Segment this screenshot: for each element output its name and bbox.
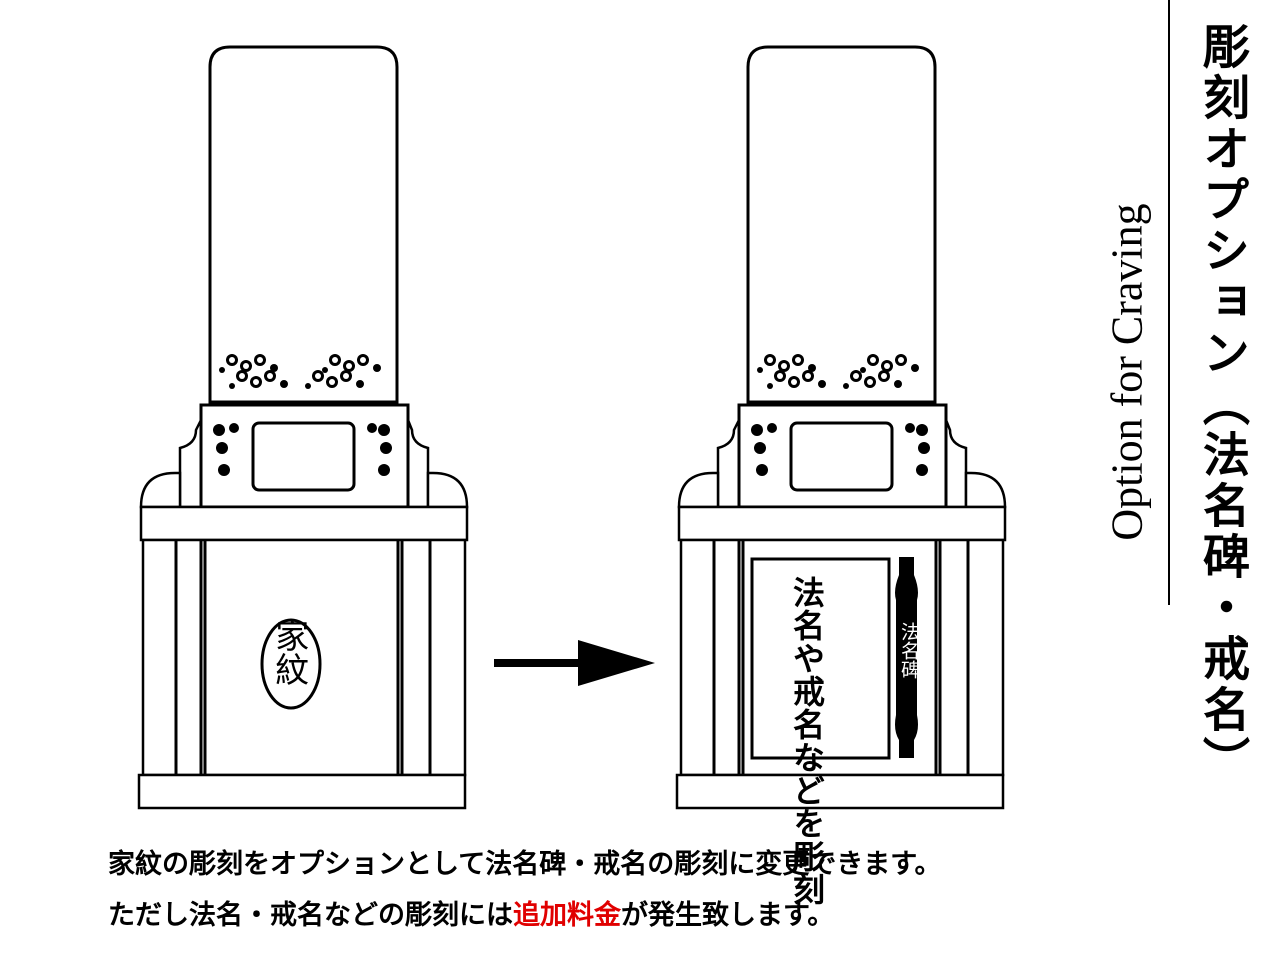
engraving-panel [750,557,891,760]
caption-line-1: 家紋の彫刻をオプションとして法名碑・戒名の彫刻に変更できます。 [108,849,942,880]
kamon-crest [260,618,322,710]
title-english: Option for Craving [1102,203,1152,541]
title-japanese: 彫刻オプション（法名碑・戒名） [1194,22,1249,787]
caption-line-2: ただし法名・戒名などの彫刻には追加料金が発生致します。 [108,893,834,932]
engraving-panel-text: 法名や戒名などを彫刻 [788,576,826,906]
pillar-label: 法名碑 [897,622,920,679]
arrow-icon [494,640,655,686]
caption-text: ただし法名・戒名などの彫刻には [108,900,513,931]
kamon-label: 家紋 [268,618,309,686]
homyohi-pillar [895,557,918,758]
caption-text: が発生致します。 [621,900,835,931]
additional-fee-highlight: 追加料金 [513,900,621,931]
